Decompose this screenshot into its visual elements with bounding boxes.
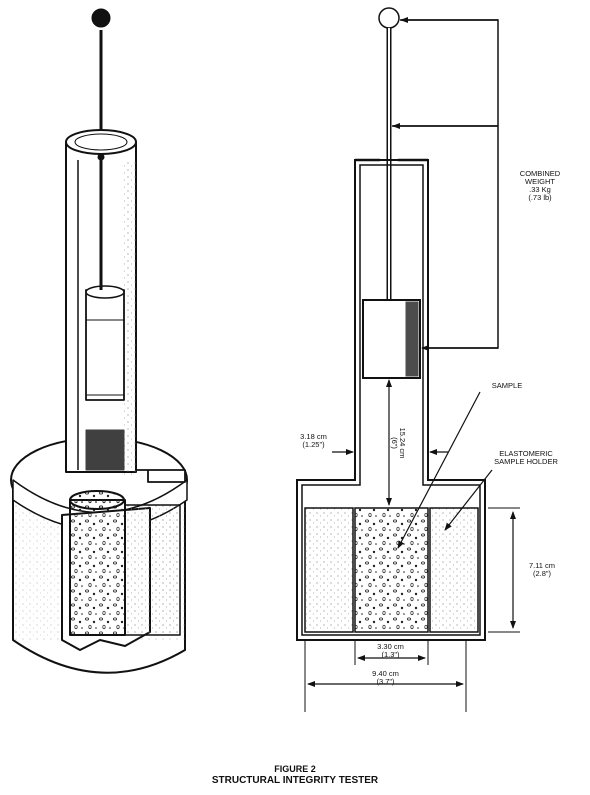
combined-weight-label: COMBINED WEIGHT .33 Kg (.73 lb): [505, 170, 575, 202]
sample-holder-line2: SAMPLE HOLDER: [494, 457, 558, 466]
sample-holder-line1: ELASTOMERIC: [499, 449, 553, 458]
sample-holder-label: ELASTOMERIC SAMPLE HOLDER: [486, 450, 566, 466]
ball-handle-outline: [378, 7, 400, 29]
drop-height-label: 15.24 cm (6"): [390, 418, 407, 468]
holder-width-imperial: (3.7"): [376, 677, 395, 686]
holder-width-metric: 9.40 cm: [372, 669, 399, 678]
wall-gap-imperial: (1.25"): [302, 440, 325, 449]
drop-height-metric: 15.24 cm: [398, 427, 407, 459]
drop-tube: [65, 129, 186, 483]
cutaway-illustration: [10, 8, 188, 674]
figure-number: FIGURE 2: [274, 764, 316, 774]
sample-width-imperial: (1.3"): [381, 650, 400, 659]
figure-title: STRUCTURAL INTEGRITY TESTER: [211, 775, 379, 786]
combined-weight-line4: (.73 lb): [528, 193, 552, 202]
section-tube: [296, 159, 486, 641]
sample-width-metric: 3.30 cm: [377, 642, 404, 651]
holder-height-imperial: (2.8"): [532, 569, 552, 578]
holder-width-label: 9.40 cm (3.7"): [363, 670, 408, 686]
weight-bracket: [392, 19, 499, 349]
sample-core-section: [354, 507, 429, 633]
sample-width-label: 3.30 cm (1.3"): [368, 643, 413, 659]
sample-leader: [397, 391, 481, 549]
ball-handle: [91, 8, 111, 28]
holder-left: [304, 507, 354, 633]
combined-weight-line3: .33 Kg: [529, 185, 551, 194]
base-cylinder: [10, 437, 188, 674]
drop-height-imperial: (6"): [390, 437, 399, 449]
cross-section-diagram: [296, 7, 520, 712]
combined-weight-line1: COMBINED: [519, 169, 561, 178]
wall-gap-metric: 3.18 cm: [300, 432, 327, 441]
combined-weight-line2: WEIGHT: [525, 177, 555, 186]
holder-height-metric: 7.11 cm: [528, 561, 556, 570]
wall-gap-label: 3.18 cm (1.25"): [291, 433, 336, 449]
holder-right: [429, 507, 479, 633]
sample-label: SAMPLE: [491, 381, 523, 390]
holder-leader: [444, 469, 493, 531]
holder-height-label: 7.11 cm (2.8"): [522, 562, 562, 578]
